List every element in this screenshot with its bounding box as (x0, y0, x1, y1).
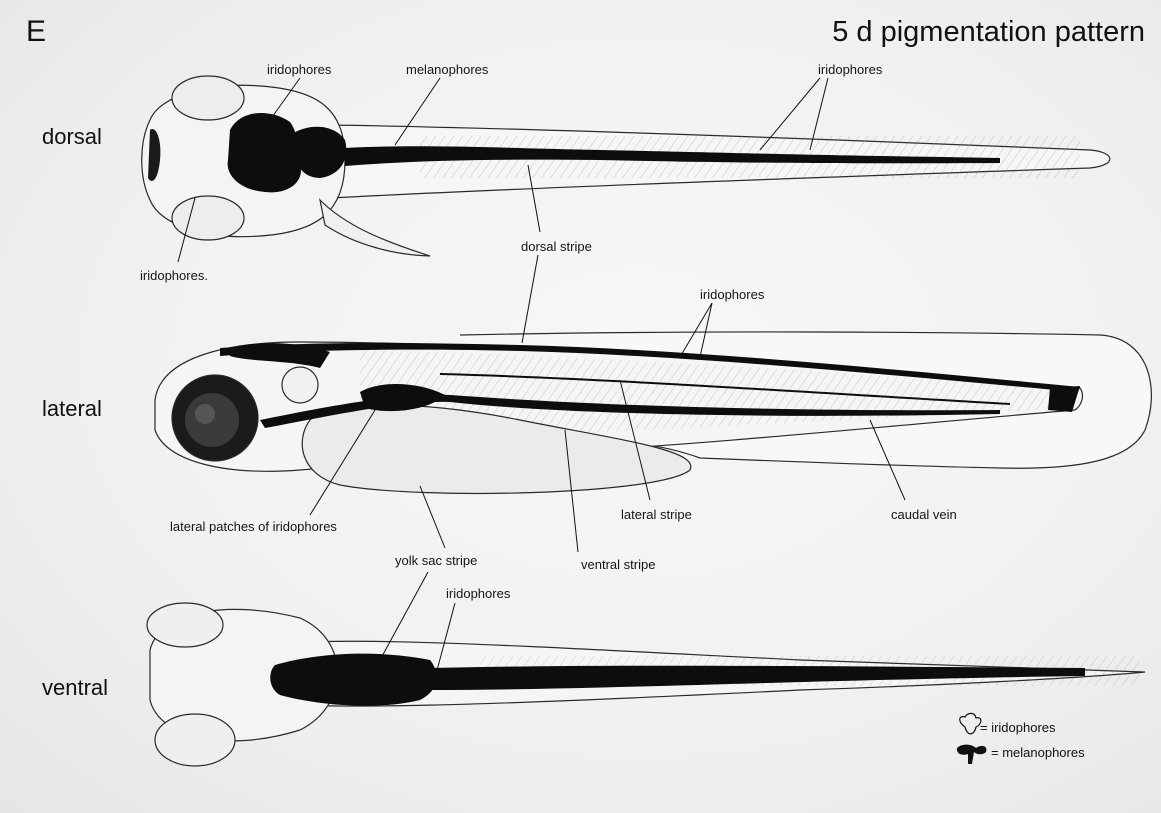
legend-iridophores: = iridophores (980, 720, 1056, 735)
legend-melanophores: = melanophores (991, 745, 1085, 760)
label-caudal-vein: caudal vein (891, 507, 957, 522)
ventral-larva (147, 603, 1145, 766)
dorsal-pectoral-fin (320, 200, 430, 256)
label-lateral-patches: lateral patches of iridophores (170, 519, 337, 534)
dorsal-eye-top (172, 76, 244, 120)
figure-title: 5 d pigmentation pattern (832, 16, 1145, 48)
lateral-larva (155, 332, 1151, 493)
ventral-eye-bottom (155, 714, 235, 766)
label-dorsal-iridophores-tail: iridophores (818, 62, 882, 77)
panel-letter: E (26, 16, 46, 48)
label-dorsal-iridophores-eye: iridophores. (140, 268, 208, 283)
label-lateral-stripe: lateral stripe (621, 507, 692, 522)
label-dorsal-melanophores: melanophores (406, 62, 488, 77)
label-lateral-iridophores: iridophores (700, 287, 764, 302)
ventral-melanophore-patch (270, 654, 436, 706)
label-dorsal-iridophores-head: iridophores (267, 62, 331, 77)
view-label-lateral: lateral (42, 397, 102, 421)
label-yolk-sac-stripe: yolk sac stripe (395, 553, 477, 568)
label-ventral-stripe: ventral stripe (581, 557, 655, 572)
dorsal-eye-bottom (172, 196, 244, 240)
melanophore-symbol-icon (957, 745, 987, 764)
label-ventral-iridophores: iridophores (446, 586, 510, 601)
ventral-eye-top (147, 603, 223, 647)
view-label-ventral: ventral (42, 676, 108, 700)
label-dorsal-stripe: dorsal stripe (521, 239, 592, 254)
dorsal-head-melanophores (228, 113, 301, 192)
dorsal-larva (142, 76, 1110, 256)
view-label-dorsal: dorsal (42, 125, 102, 149)
iridophore-symbol-icon (960, 713, 981, 733)
